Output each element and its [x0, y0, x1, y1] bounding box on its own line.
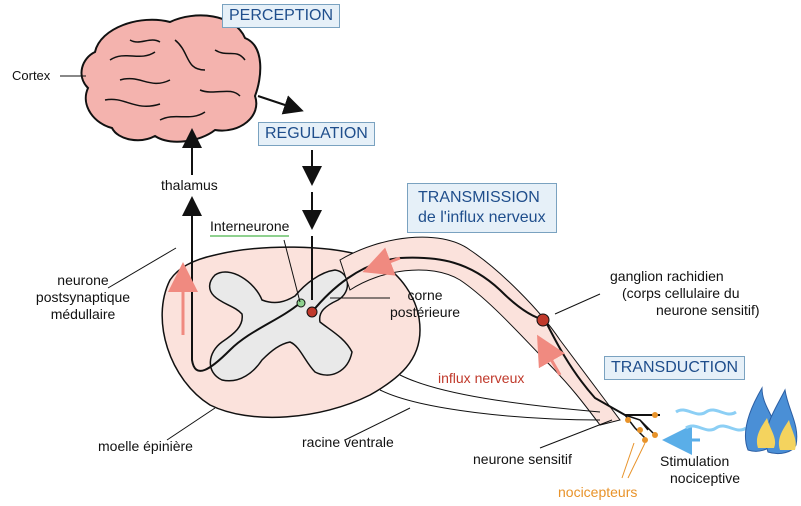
- flame-icon: [744, 386, 798, 455]
- postsynaptic-neuron-label: neurone postsynaptique médullaire: [28, 272, 138, 323]
- brain-illustration: [80, 14, 262, 143]
- corne-line1: corne: [407, 287, 443, 303]
- perception-box: PERCEPTION: [222, 4, 341, 28]
- arrow-brain-to-regulation: [257, 95, 304, 115]
- spinal-cord: [161, 246, 421, 419]
- regulation-box: REGULATION: [258, 122, 375, 146]
- stimulation-line1: Stimulation: [660, 453, 730, 469]
- stimulation-line2: nociceptive: [670, 470, 741, 486]
- transmission-box: TRANSMISSION de l'influx nerveux: [407, 183, 557, 233]
- stimulation-nociceptive-label: Stimulation nociceptive: [660, 453, 780, 487]
- nocicepteurs-label: nocicepteurs: [558, 484, 638, 500]
- red-arrow-sensory: [537, 334, 565, 376]
- nociceptor-endings: [621, 412, 658, 479]
- leader-lines: [60, 75, 613, 449]
- postsyn-line2: postsynaptique: [35, 289, 131, 305]
- heat-waves-icon: [675, 408, 747, 432]
- postsynaptic-neuron-path: [182, 196, 301, 372]
- transmission-title: TRANSMISSION: [418, 189, 540, 206]
- influx-nerveux-label: influx nerveux: [438, 370, 525, 386]
- postsyn-line1: neurone: [57, 272, 109, 288]
- ganglion-line1: ganglion rachidien: [610, 268, 724, 284]
- interneurone-label: Interneurone: [210, 218, 290, 237]
- ganglion-line2: (corps cellulaire du: [622, 285, 740, 301]
- thalamus-label: thalamus: [161, 177, 218, 193]
- interneurone-dot: [296, 298, 306, 308]
- transmission-subtitle: de l'influx nerveux: [418, 209, 546, 226]
- ganglion-line3: neurone sensitif): [656, 302, 760, 318]
- racine-ventrale-label: racine ventrale: [302, 434, 394, 450]
- transduction-box: TRANSDUCTION: [604, 356, 746, 380]
- neurone-sensitif-label: neurone sensitif: [473, 451, 572, 467]
- moelle-epiniere-label: moelle épinière: [98, 438, 193, 454]
- corne-line2: postérieure: [390, 304, 461, 320]
- red-arrow-root: [362, 247, 401, 276]
- ganglion-dot: [536, 313, 550, 327]
- cortex-label: Cortex: [12, 68, 51, 83]
- corne-posterieure-label: corne postérieure: [390, 287, 460, 321]
- ganglion-label: ganglion rachidien (corps cellulaire du …: [610, 268, 778, 319]
- postsyn-line3: médullaire: [50, 306, 116, 322]
- synapse-dot: [306, 306, 318, 318]
